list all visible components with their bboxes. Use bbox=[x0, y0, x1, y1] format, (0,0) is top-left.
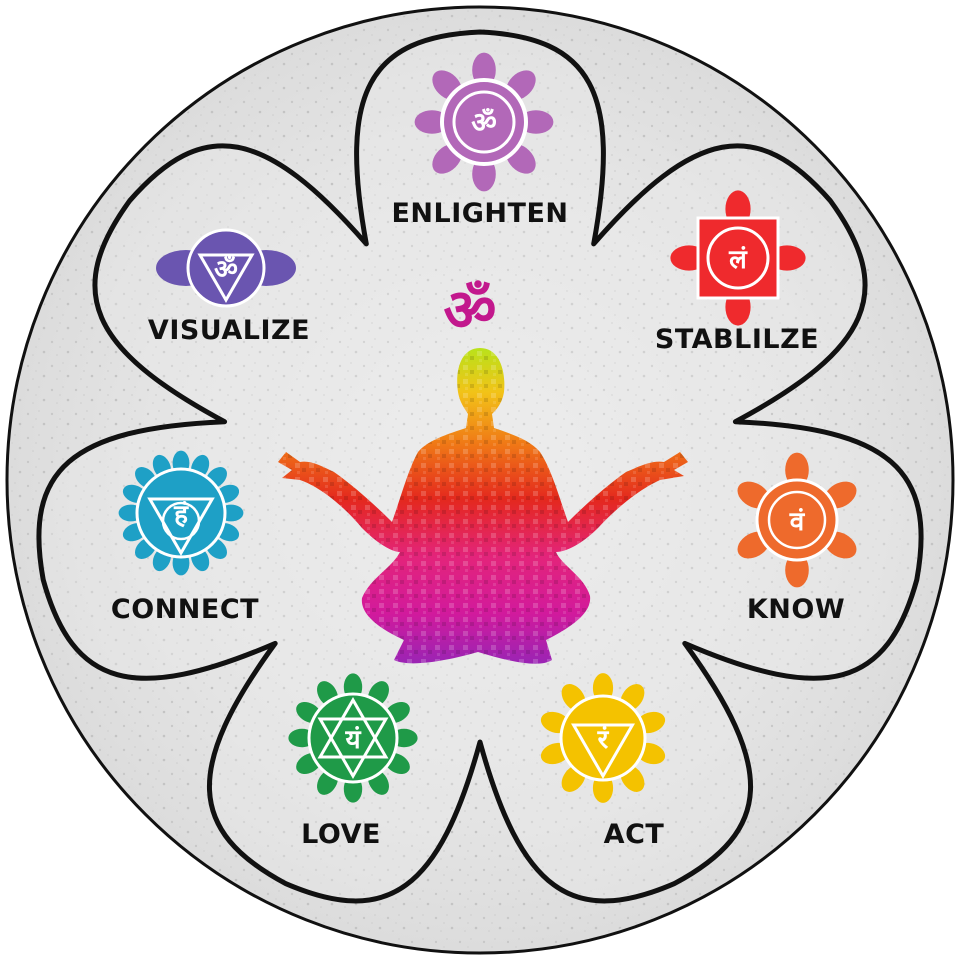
chakra-label-heart: LOVE bbox=[301, 819, 381, 850]
emblem-triangle bbox=[197, 253, 255, 303]
emblem-ring bbox=[161, 501, 201, 541]
center-om-icon: ॐ bbox=[444, 276, 497, 344]
chakra-petal-throat: हं CONNECT bbox=[111, 450, 259, 625]
seed-syllable-throat: हं bbox=[173, 500, 189, 530]
chakra-petal-sacral: वं KNOW bbox=[737, 452, 857, 625]
crescent-lotus-icon bbox=[737, 452, 857, 588]
seed-syllable-third-eye: ॐ bbox=[214, 255, 238, 285]
chakra-petal-solar: रं ACT bbox=[540, 673, 666, 850]
emblem-ring bbox=[559, 694, 647, 782]
figure-mosaic-texture bbox=[278, 348, 688, 664]
chakra-petals: ॐ ENLIGHTEN लं STABLILZE वं KNOW रं ACT यं LOVE हं… bbox=[111, 52, 857, 850]
seed-syllable-root: लं bbox=[728, 245, 748, 275]
seed-syllable-solar: रं bbox=[597, 725, 610, 755]
hexagram-lotus-icon bbox=[288, 673, 418, 803]
seed-syllable-sacral: वं bbox=[789, 507, 806, 537]
emblem-triangle bbox=[571, 723, 635, 780]
emblem-ring bbox=[307, 692, 399, 784]
chakra-petal-third-eye: ॐ VISUALIZE bbox=[148, 228, 310, 346]
lotus-thousand-petal-icon bbox=[414, 52, 554, 192]
square-lotus-icon bbox=[670, 190, 806, 326]
chakra-petal-heart: यं LOVE bbox=[288, 673, 418, 850]
seed-syllable-heart: यं bbox=[344, 725, 361, 755]
two-petal-eye-icon bbox=[156, 228, 296, 308]
meditating-figure bbox=[278, 348, 688, 664]
chakra-label-root: STABLILZE bbox=[655, 324, 819, 355]
chakra-label-solar: ACT bbox=[604, 819, 665, 850]
emblem-ring bbox=[186, 228, 266, 308]
lotus-petal bbox=[785, 452, 809, 488]
circle-triangle-lotus-icon bbox=[118, 450, 244, 576]
emblem-ring bbox=[135, 467, 227, 559]
chakra-label-third-eye: VISUALIZE bbox=[148, 315, 310, 346]
emblem-triangle bbox=[147, 497, 215, 556]
seed-syllable-crown: ॐ bbox=[471, 106, 497, 139]
emblem-ring bbox=[767, 490, 827, 550]
emblem-triangle-up bbox=[317, 696, 389, 759]
emblem-triangle-down bbox=[317, 717, 389, 780]
chakra-label-sacral: KNOW bbox=[747, 594, 845, 625]
chakra-label-throat: CONNECT bbox=[111, 594, 259, 625]
triangle-lotus-icon bbox=[540, 673, 666, 803]
lotus-petal bbox=[785, 552, 809, 588]
chakra-petal-root: लं STABLILZE bbox=[655, 190, 819, 355]
emblem-ring bbox=[452, 90, 516, 154]
emblem-ring bbox=[706, 226, 770, 290]
chakra-petal-crown: ॐ ENLIGHTEN bbox=[391, 52, 568, 229]
chakra-label-crown: ENLIGHTEN bbox=[391, 198, 568, 229]
